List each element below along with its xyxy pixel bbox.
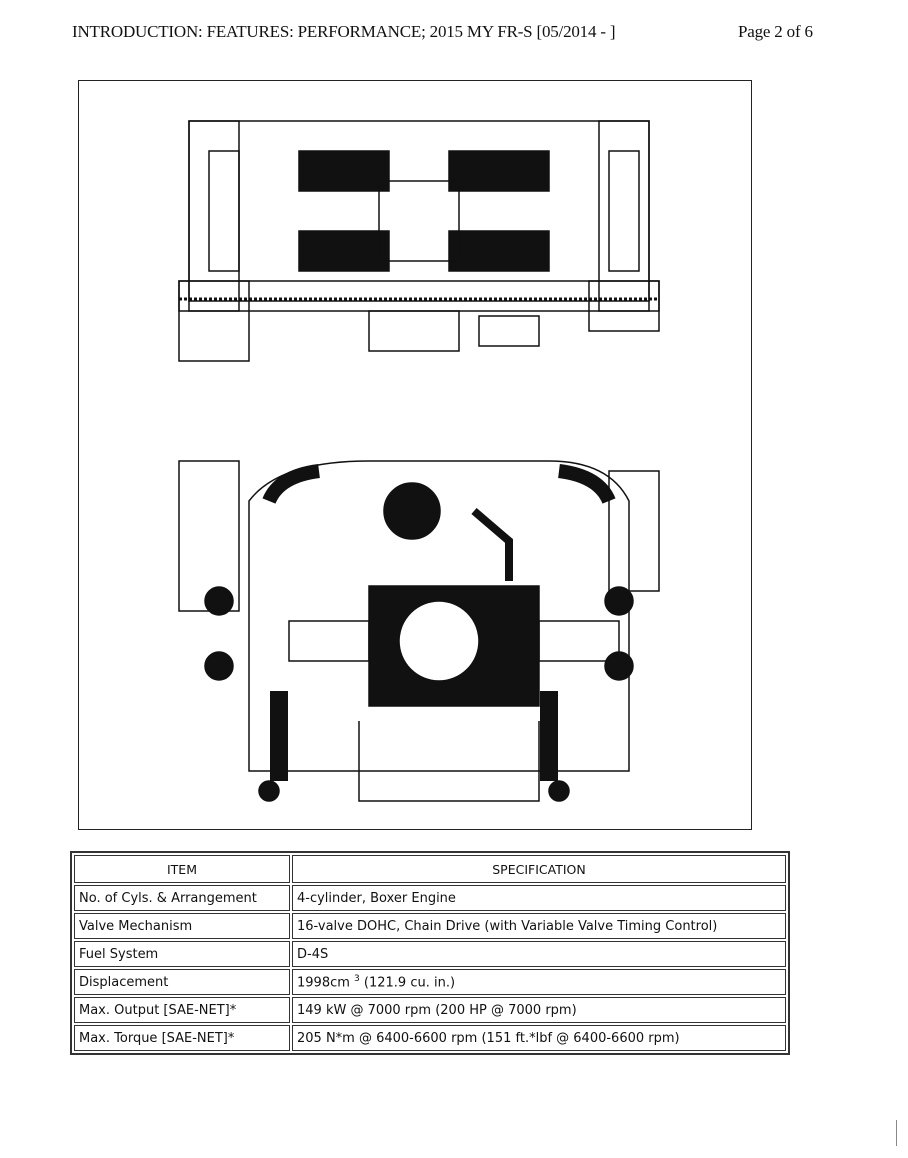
engine-spec-table: ITEM SPECIFICATION No. of Cyls. & Arrang… — [70, 851, 790, 1055]
engine-cutaway-drawings — [178, 120, 660, 802]
table-row: Displacement 1998cm 3 (121.9 cu. in.) — [74, 969, 786, 995]
spec-value-tail: (121.9 cu. in.) — [359, 975, 456, 991]
table-row: Valve Mechanism 16-valve DOHC, Chain Dri… — [74, 913, 786, 939]
spec-cell: 205 N*m @ 6400-6600 rpm (151 ft.*lbf @ 6… — [292, 1025, 786, 1051]
item-cell: No. of Cyls. & Arrangement — [74, 885, 290, 911]
scan-edge-line — [896, 1120, 897, 1146]
table-row: Fuel System D-4S — [74, 941, 786, 967]
item-cell: Displacement — [74, 969, 290, 995]
spec-cell: D-4S — [292, 941, 786, 967]
page-number: Page 2 of 6 — [738, 22, 813, 41]
spec-cell: 4-cylinder, Boxer Engine — [292, 885, 786, 911]
column-header-specification: SPECIFICATION — [292, 855, 786, 883]
spec-cell: 149 kW @ 7000 rpm (200 HP @ 7000 rpm) — [292, 997, 786, 1023]
item-cell: Max. Torque [SAE-NET]* — [74, 1025, 290, 1051]
engine-front-view — [178, 460, 660, 802]
table-row: Max. Torque [SAE-NET]* 205 N*m @ 6400-66… — [74, 1025, 786, 1051]
item-cell: Valve Mechanism — [74, 913, 290, 939]
item-cell: Max. Output [SAE-NET]* — [74, 997, 290, 1023]
engine-illustration — [78, 80, 752, 830]
item-cell: Fuel System — [74, 941, 290, 967]
superscript: 3 — [354, 973, 360, 984]
spec-value: 1998cm — [297, 975, 350, 991]
engine-top-view — [178, 120, 660, 362]
spec-cell: 16-valve DOHC, Chain Drive (with Variabl… — [292, 913, 786, 939]
column-header-item: ITEM — [74, 855, 290, 883]
table-row: No. of Cyls. & Arrangement 4-cylinder, B… — [74, 885, 786, 911]
table-header-row: ITEM SPECIFICATION — [74, 855, 786, 883]
spec-cell: 1998cm 3 (121.9 cu. in.) — [292, 969, 786, 995]
document-title: INTRODUCTION: FEATURES: PERFORMANCE; 201… — [72, 22, 616, 41]
table-row: Max. Output [SAE-NET]* 149 kW @ 7000 rpm… — [74, 997, 786, 1023]
